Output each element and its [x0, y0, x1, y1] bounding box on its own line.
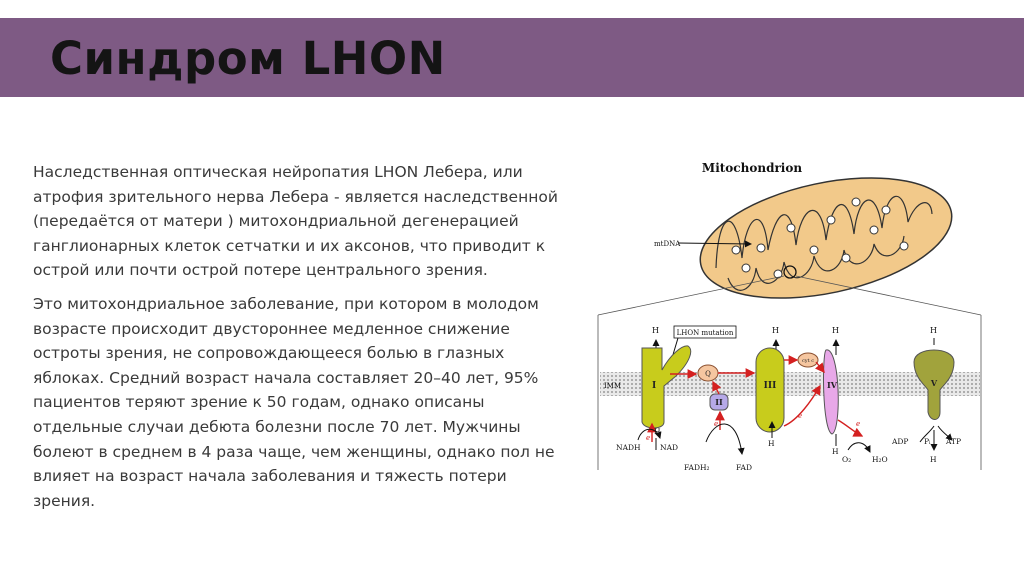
complex-I-label: I — [652, 381, 656, 391]
svg-text:O₂: O₂ — [842, 455, 851, 464]
proton-labels-top: H H H H — [652, 326, 937, 335]
svg-text:H: H — [832, 447, 839, 456]
mitochondrion-diagram: Mitochondrion mtDNA IMM H H H H LHON mut… — [586, 150, 996, 480]
svg-text:H₂O: H₂O — [872, 455, 888, 464]
svg-text:H: H — [652, 326, 659, 335]
mitochondrion-label: Mitochondrion — [702, 161, 802, 175]
zoom-line-left — [597, 275, 785, 316]
lhon-mutation-label: LHON mutation — [677, 329, 734, 337]
cristae — [715, 195, 933, 291]
mtdna-label: mtDNA — [654, 240, 681, 248]
svg-text:ATP: ATP — [945, 437, 961, 446]
svg-text:e: e — [714, 420, 718, 428]
svg-text:Pᵢ: Pᵢ — [924, 437, 931, 446]
svg-text:H: H — [654, 427, 661, 436]
substrate-labels: NADH NAD H FADH₂ FAD H H O₂ H₂O ADP Pᵢ A… — [616, 427, 961, 472]
lhon-mutation-box — [673, 325, 737, 339]
svg-text:H: H — [832, 326, 839, 335]
cytochrome-c-label: cyt c — [802, 358, 814, 364]
complex-III — [755, 347, 785, 433]
complex-III-label: III — [764, 381, 777, 391]
body-text: Наследственная оптическая нейропатия LHO… — [33, 160, 563, 522]
complex-II-label: II — [715, 397, 723, 407]
svg-text:ADP: ADP — [891, 437, 908, 446]
svg-text:e: e — [798, 412, 802, 420]
svg-text:FADH₂: FADH₂ — [684, 463, 710, 472]
ubiquinone-label: Q — [705, 370, 711, 378]
zoom-circle — [783, 265, 797, 279]
svg-text:e: e — [856, 420, 860, 428]
complex-V — [913, 349, 955, 420]
svg-text:H: H — [930, 455, 937, 464]
mtdna-arrow — [677, 240, 752, 248]
zoom-line-right — [795, 275, 982, 316]
proton-arrows-top — [652, 338, 935, 355]
complex-IV-label: IV — [827, 380, 838, 390]
imm-label: IMM — [604, 382, 621, 390]
mtdna-circles — [731, 197, 909, 279]
electron-path — [647, 355, 864, 442]
complex-IV — [823, 349, 839, 435]
svg-text:FAD: FAD — [736, 463, 752, 472]
svg-text:H: H — [772, 326, 779, 335]
title-bar: Синдром LHON — [0, 18, 1024, 97]
slide-title: Синдром LHON — [50, 32, 446, 85]
svg-text:H: H — [930, 326, 937, 335]
complex-V-label: V — [930, 378, 938, 388]
svg-text:e: e — [646, 434, 650, 442]
electron-labels: e e e e — [646, 412, 860, 442]
svg-text:H: H — [768, 439, 775, 448]
substrate-arrows — [637, 421, 953, 455]
svg-text:NADH: NADH — [616, 443, 641, 452]
paragraph-2: Это митохондриальное заболевание, при ко… — [33, 294, 555, 510]
svg-text:NAD: NAD — [660, 443, 678, 452]
diagram-svg: Mitochondrion mtDNA IMM H H H H LHON mut… — [597, 161, 982, 472]
paragraph-1: Наследственная оптическая нейропатия LHO… — [33, 163, 558, 280]
